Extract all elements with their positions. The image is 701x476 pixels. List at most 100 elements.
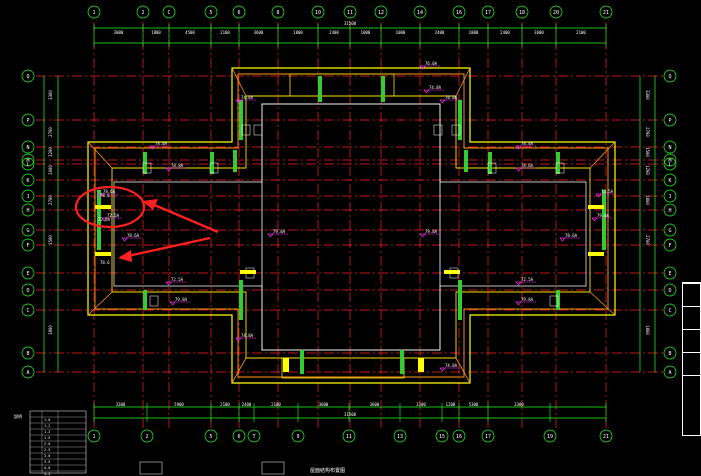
axis-bubble [452,5,466,19]
dimension-text: 1800 [151,30,161,35]
legend-row-text: 1.2 [44,424,50,428]
dimension-text: 2400 [242,402,252,407]
level-triangle [559,237,566,242]
axis-bubble [247,429,261,443]
axis-bubble [291,429,305,443]
axis-bubble [663,266,677,280]
column-stub [464,150,468,172]
corner-beam-line [231,67,247,97]
axis-bubble-label: M [26,158,29,164]
axis-bubble [21,283,35,297]
axis-bubble-label: 5 [209,434,212,440]
level-triangle [439,367,446,372]
axis-bubble-label: 1 [92,10,95,16]
axis-bubble-label: M [668,158,671,164]
axis-bubble-label: H [668,208,671,214]
level-triangle [439,99,446,104]
title-block-cell [683,283,700,306]
axis-bubble [21,346,35,360]
arrow-line [127,236,211,258]
axis-bubble-label: 11 [347,10,353,16]
axis-bubble [87,5,101,19]
axis-bubble-label: T [252,434,255,440]
axis-bubble [311,5,325,19]
axis-bubble-label: B [668,351,671,357]
column-stub [300,350,304,374]
axis-bubble-label: 21 [603,10,609,16]
room-tag-box [149,295,159,307]
axis-bubble-label: P [668,118,671,124]
level-text: 74.8A [445,363,458,368]
axis-bubble [21,365,35,379]
axis-bubble [481,5,495,19]
arrow-head [142,199,158,210]
axis-bubble [663,69,677,83]
level-text: 79.8A [273,229,286,234]
axis-bubble-label: 19 [547,434,553,440]
dimension-text: 3600 [319,402,329,407]
axis-bubble-label: 16 [456,10,462,16]
dimension-text: 5900 [174,402,184,407]
axis-bubble-label: 16 [456,434,462,440]
dimension-text: 2700 [48,195,53,205]
axis-bubble [481,429,495,443]
column-stub [400,350,404,374]
dimension-text: 1500 [48,235,53,245]
level-triangle [267,233,274,238]
level-triangle [515,281,522,286]
axis-bubble [342,429,356,443]
axis-bubble [663,113,677,127]
axis-bubble [599,5,613,19]
level-text: 78.8A [445,95,458,100]
level-text: 76.0A [425,61,438,66]
dimension-text: 1000 [396,30,406,35]
dimension-text: 4500 [185,30,195,35]
corner-beam-line [87,141,113,169]
axis-bubble-label: D [26,288,29,294]
level-triangle [423,89,430,94]
corner-beam-line [455,357,471,384]
axis-bubble-label: 15 [439,434,445,440]
dimension-text: 3300 [514,402,524,407]
axis-bubble-label: L [26,162,29,168]
axis-bubble [515,5,529,19]
dimension-text: 2400 [329,30,339,35]
level-text: 72.5A [171,277,184,282]
level-triangle [591,217,598,222]
title-block-cell [683,375,700,398]
title-block-cell [683,352,700,375]
axis-grid-lines [36,22,664,430]
axis-bubble [21,69,35,83]
axis-bubble-label: G [26,228,29,234]
axis-bubble [140,429,154,443]
axis-bubble [21,266,35,280]
legend-row-text: 1.5 [44,436,50,440]
dimension-text: 3300 [116,402,126,407]
yellow-beam-stub [95,205,111,209]
axis-bubble-label: Q [26,74,29,80]
axis-bubble-label: 2 [141,10,144,16]
arrow-line [151,202,219,234]
axis-bubble [663,283,677,297]
room-tag-box [241,124,251,136]
highlight-ellipse [74,185,146,229]
axis-bubble-label: N [668,145,671,151]
room-tag-box [209,162,219,174]
axis-bubble-label: 5 [209,10,212,16]
corner-beam-line [231,357,247,384]
axis-bubble-label: F [668,243,671,249]
axis-bubble-label: 17 [485,434,491,440]
column-stub [318,76,322,102]
legend-row-text: 2.5 [44,448,50,452]
axis-bubble-label: E [668,271,671,277]
dimension-text: 1200 [645,165,650,175]
column-stub [233,150,237,172]
arrow-head [118,250,132,262]
dimension-text: 3600 [254,30,264,35]
level-text: 78.8A [155,141,168,146]
yellow-beam-stub [240,270,256,274]
column-stub [602,190,606,250]
